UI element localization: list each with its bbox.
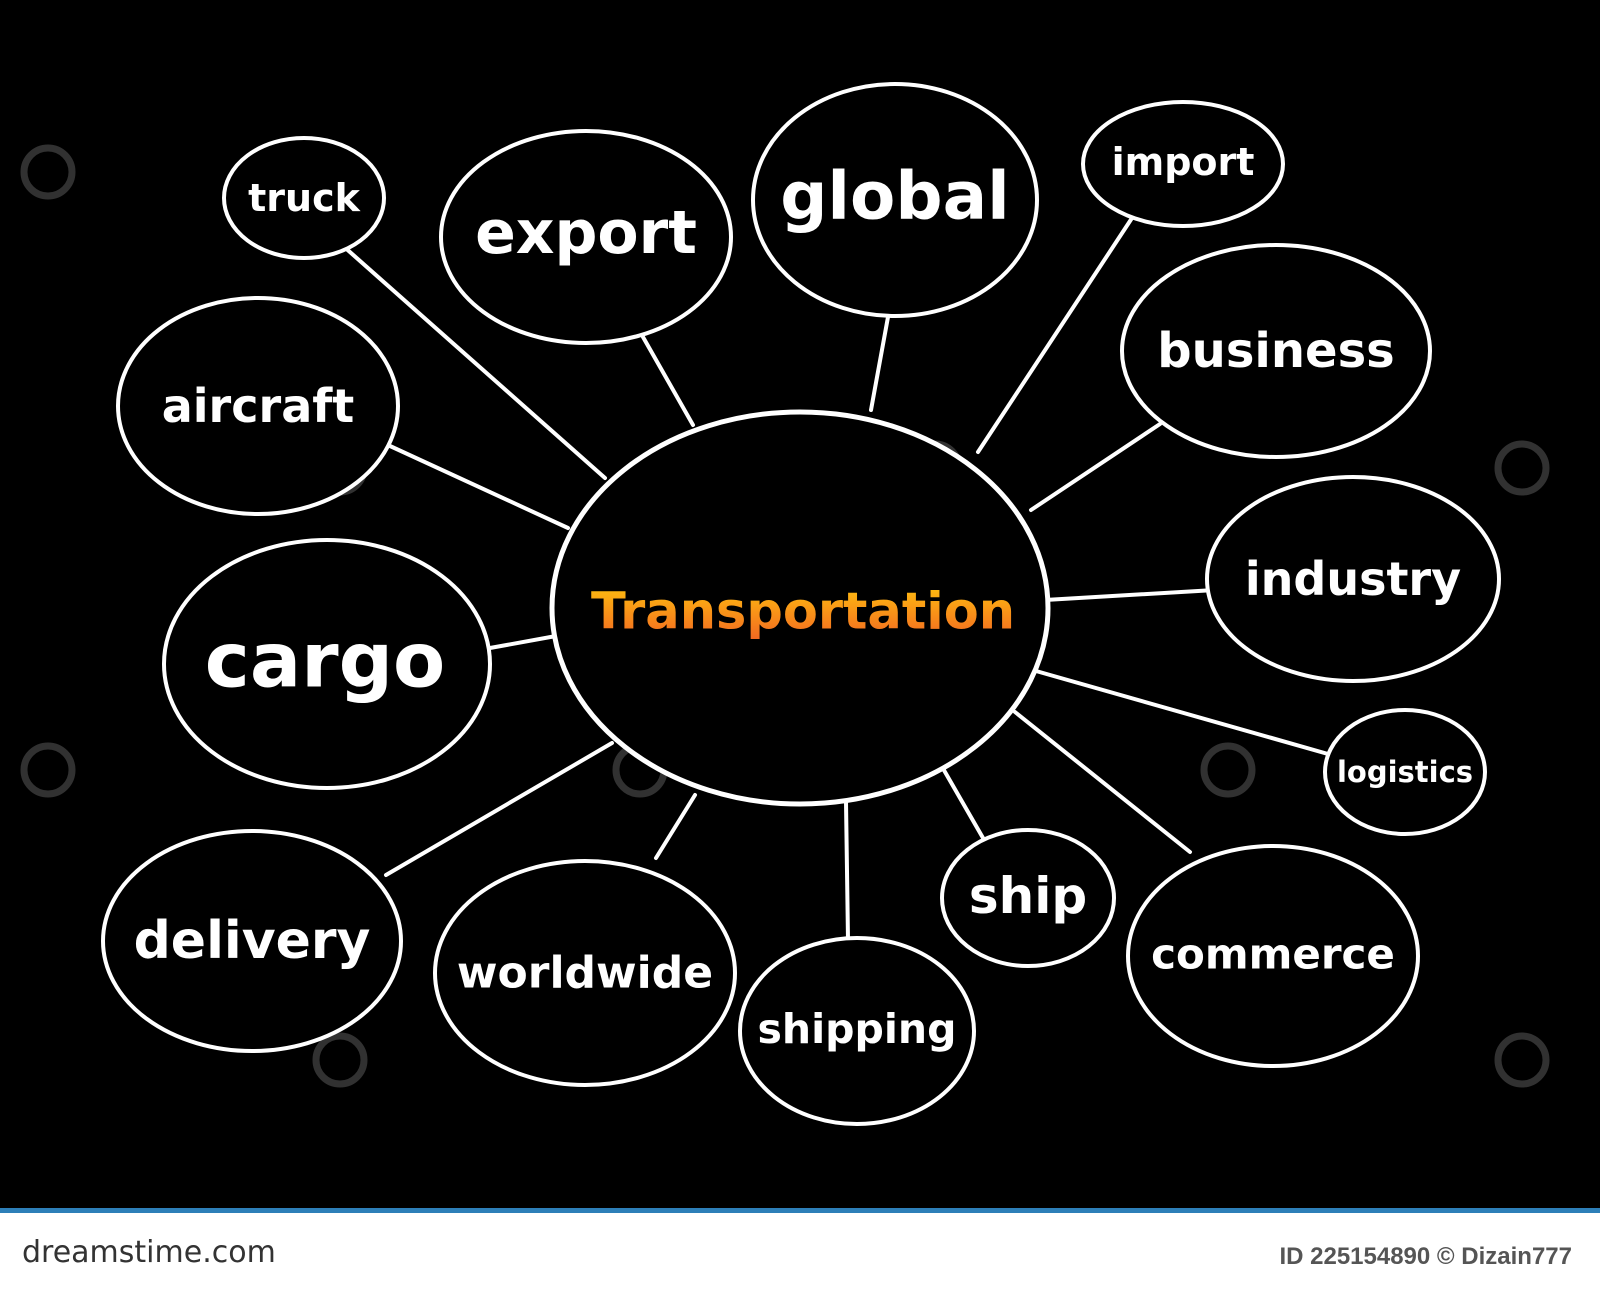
connector-delivery xyxy=(384,741,614,877)
node-import: import xyxy=(1081,100,1285,228)
node-label-global: global xyxy=(780,158,1010,235)
node-label-business: business xyxy=(1157,323,1394,379)
footer-bar: dreamstime.com ID 225154890 © Dizain777 xyxy=(0,1208,1600,1299)
node-label-shipping: shipping xyxy=(758,1005,957,1053)
node-label-aircraft: aircraft xyxy=(162,379,355,433)
footer-site-logo[interactable]: dreamstime.com xyxy=(22,1235,276,1270)
node-delivery: delivery xyxy=(101,829,403,1053)
node-export: export xyxy=(439,129,733,345)
node-industry: industry xyxy=(1205,475,1501,683)
connector-ship xyxy=(939,763,985,840)
connectors xyxy=(340,216,1330,942)
node-cargo: cargo xyxy=(162,538,492,790)
node-label-cargo: cargo xyxy=(205,616,445,705)
node-global: global xyxy=(751,82,1039,318)
connector-truck xyxy=(340,243,607,480)
connector-aircraft xyxy=(388,444,570,530)
footer-image-id: ID 225154890 © Dizain777 xyxy=(1279,1243,1572,1270)
connector-cargo xyxy=(488,634,558,650)
node-shipping: shipping xyxy=(738,936,976,1126)
node-aircraft: aircraft xyxy=(116,296,400,516)
connector-global xyxy=(869,315,890,412)
connector-worldwide xyxy=(654,793,697,860)
center-label: Transportation xyxy=(591,583,1015,642)
node-truck: truck xyxy=(222,136,386,260)
connector-logistics xyxy=(1034,669,1330,756)
connector-industry xyxy=(1043,588,1217,602)
node-label-industry: industry xyxy=(1245,552,1461,606)
node-worldwide: worldwide xyxy=(433,859,737,1087)
connector-import xyxy=(976,216,1134,454)
connector-shipping xyxy=(844,800,850,942)
node-label-worldwide: worldwide xyxy=(457,948,713,999)
node-business: business xyxy=(1120,243,1432,459)
mind-map: Transportation truck export global impor… xyxy=(20,82,1550,1126)
node-label-export: export xyxy=(475,198,697,268)
connector-business xyxy=(1029,422,1162,512)
node-label-logistics: logistics xyxy=(1337,755,1473,789)
node-label-commerce: commerce xyxy=(1151,930,1395,979)
connector-commerce xyxy=(1013,710,1192,854)
node-ship: ship xyxy=(940,828,1116,968)
node-commerce: commerce xyxy=(1126,844,1420,1068)
node-label-import: import xyxy=(1112,140,1255,184)
node-label-delivery: delivery xyxy=(134,911,371,971)
node-label-ship: ship xyxy=(969,867,1087,925)
node-logistics: logistics xyxy=(1323,708,1487,836)
connector-export xyxy=(641,335,695,427)
node-label-truck: truck xyxy=(248,176,360,220)
center-node: Transportation xyxy=(549,409,1051,807)
